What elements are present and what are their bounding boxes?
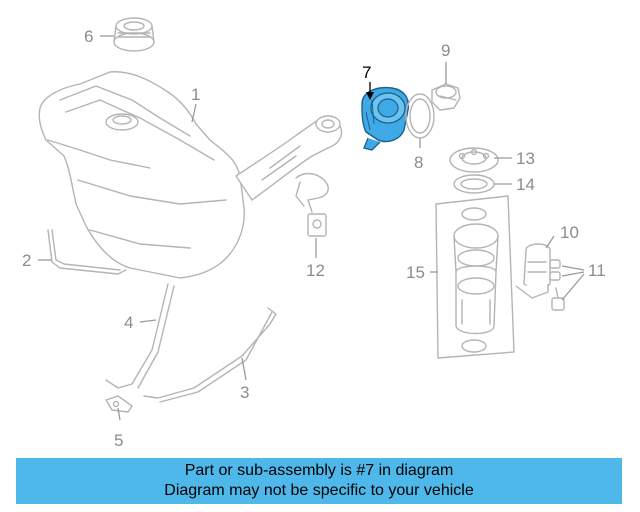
part-6-fuel-cap xyxy=(113,17,155,52)
part-8-gasket xyxy=(405,93,435,139)
callout-13: 13 xyxy=(516,149,535,168)
info-banner: Part or sub-assembly is #7 in diagram Di… xyxy=(16,458,622,504)
callout-9: 9 xyxy=(441,41,450,60)
part-1-fuel-tank xyxy=(38,71,245,279)
callout-8: 8 xyxy=(414,153,423,172)
part-9-cap-neck xyxy=(431,83,461,111)
filler-neck xyxy=(235,115,343,201)
part-3-strap xyxy=(143,307,277,403)
parts-diagram: 6 1 2 4 5 3 7 9 8 13 14 12 15 10 11 xyxy=(22,17,606,450)
part-13-lock-ring xyxy=(449,147,499,173)
callout-5: 5 xyxy=(114,431,123,450)
callout-15: 15 xyxy=(406,263,425,282)
callout-2: 2 xyxy=(22,251,31,270)
callout-lines xyxy=(38,35,585,421)
callout-4: 4 xyxy=(124,313,133,332)
callout-10: 10 xyxy=(560,223,579,242)
callout-1: 1 xyxy=(191,85,200,104)
part-15-pump-module xyxy=(435,195,515,359)
part-5-bracket xyxy=(105,395,133,413)
part-11-fittings xyxy=(549,259,565,311)
callout-6: 6 xyxy=(84,27,93,46)
callout-3: 3 xyxy=(240,383,249,402)
callout-7: 7 xyxy=(362,63,371,82)
callout-12: 12 xyxy=(306,261,325,280)
part-2-strap xyxy=(47,229,127,275)
banner-line-1: Part or sub-assembly is #7 in diagram xyxy=(184,462,454,479)
part-12-sender xyxy=(295,172,329,237)
callout-14: 14 xyxy=(516,175,535,194)
part-10-pump xyxy=(515,243,551,299)
banner-line-2: Diagram may not be specific to your vehi… xyxy=(164,482,474,499)
part-7-filler-housing xyxy=(361,86,410,151)
part-4-strap xyxy=(105,283,175,389)
callout-11: 11 xyxy=(588,261,606,280)
part-14-seal xyxy=(453,174,495,194)
